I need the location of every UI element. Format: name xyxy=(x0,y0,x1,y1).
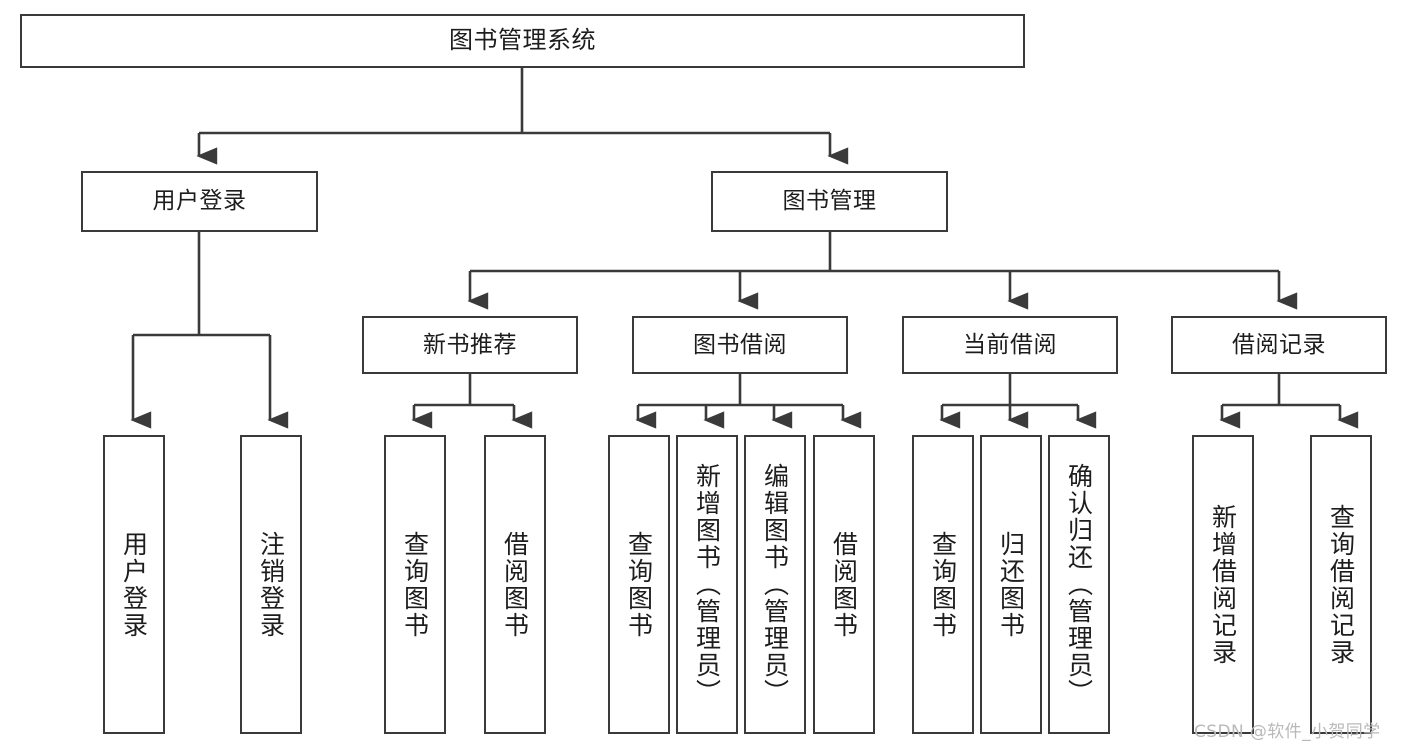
node-book-management[interactable]: 图书管理 xyxy=(711,171,948,232)
node-new-book-recommend[interactable]: 新书推荐 xyxy=(362,316,578,374)
node-borrow-record[interactable]: 借阅记录 xyxy=(1171,316,1387,374)
leaf-recommend-borrow-book[interactable]: 借阅图书 xyxy=(484,435,546,734)
leaf-current-confirm-return-admin[interactable]: 确认归还（管理员） xyxy=(1048,435,1110,734)
leaf-borrow-edit-book-admin[interactable]: 编辑图书（管理员） xyxy=(744,435,806,734)
leaf-record-query-borrow-record[interactable]: 查询借阅记录 xyxy=(1310,435,1372,734)
leaf-borrow-query-book[interactable]: 查询图书 xyxy=(608,435,670,734)
node-label: 查询图书 xyxy=(928,530,958,639)
node-book-borrow[interactable]: 图书借阅 xyxy=(632,316,848,374)
node-label: 图书管理 xyxy=(782,188,877,215)
node-user-login[interactable]: 用户登录 xyxy=(81,171,318,232)
csdn-watermark: CSDN @软件_小贺同学 xyxy=(1194,722,1381,742)
node-label: 归还图书 xyxy=(996,530,1026,639)
node-root-system[interactable]: 图书管理系统 xyxy=(20,14,1025,68)
leaf-borrow-borrow-book[interactable]: 借阅图书 xyxy=(813,435,875,734)
node-label: 查询图书 xyxy=(624,530,654,639)
node-label: 用户登录 xyxy=(119,530,149,639)
leaf-current-query-book[interactable]: 查询图书 xyxy=(912,435,974,734)
node-label: 查询借阅记录 xyxy=(1326,503,1356,666)
leaf-user-login[interactable]: 用户登录 xyxy=(103,435,165,734)
leaf-recommend-query-book[interactable]: 查询图书 xyxy=(384,435,446,734)
node-label: 图书管理系统 xyxy=(449,26,596,55)
node-label: 新增借阅记录 xyxy=(1208,503,1238,666)
leaf-logout[interactable]: 注销登录 xyxy=(240,435,302,734)
node-label: 图书借阅 xyxy=(693,331,787,358)
node-label: 新增图书（管理员） xyxy=(692,463,722,706)
leaf-borrow-add-book-admin[interactable]: 新增图书（管理员） xyxy=(676,435,738,734)
node-label: 编辑图书（管理员） xyxy=(760,463,790,706)
leaf-current-return-book[interactable]: 归还图书 xyxy=(980,435,1042,734)
node-label: 用户登录 xyxy=(152,188,247,215)
node-label: 借阅图书 xyxy=(829,530,859,639)
node-label: 借阅图书 xyxy=(500,530,530,639)
node-label: 注销登录 xyxy=(256,530,286,639)
node-label: 查询图书 xyxy=(400,530,430,639)
leaf-record-add-borrow-record[interactable]: 新增借阅记录 xyxy=(1192,435,1254,734)
node-label: 借阅记录 xyxy=(1232,331,1326,358)
node-current-borrow[interactable]: 当前借阅 xyxy=(902,316,1118,374)
node-label: 确认归还（管理员） xyxy=(1064,463,1094,706)
node-label: 新书推荐 xyxy=(423,331,517,358)
node-label: 当前借阅 xyxy=(963,331,1057,358)
